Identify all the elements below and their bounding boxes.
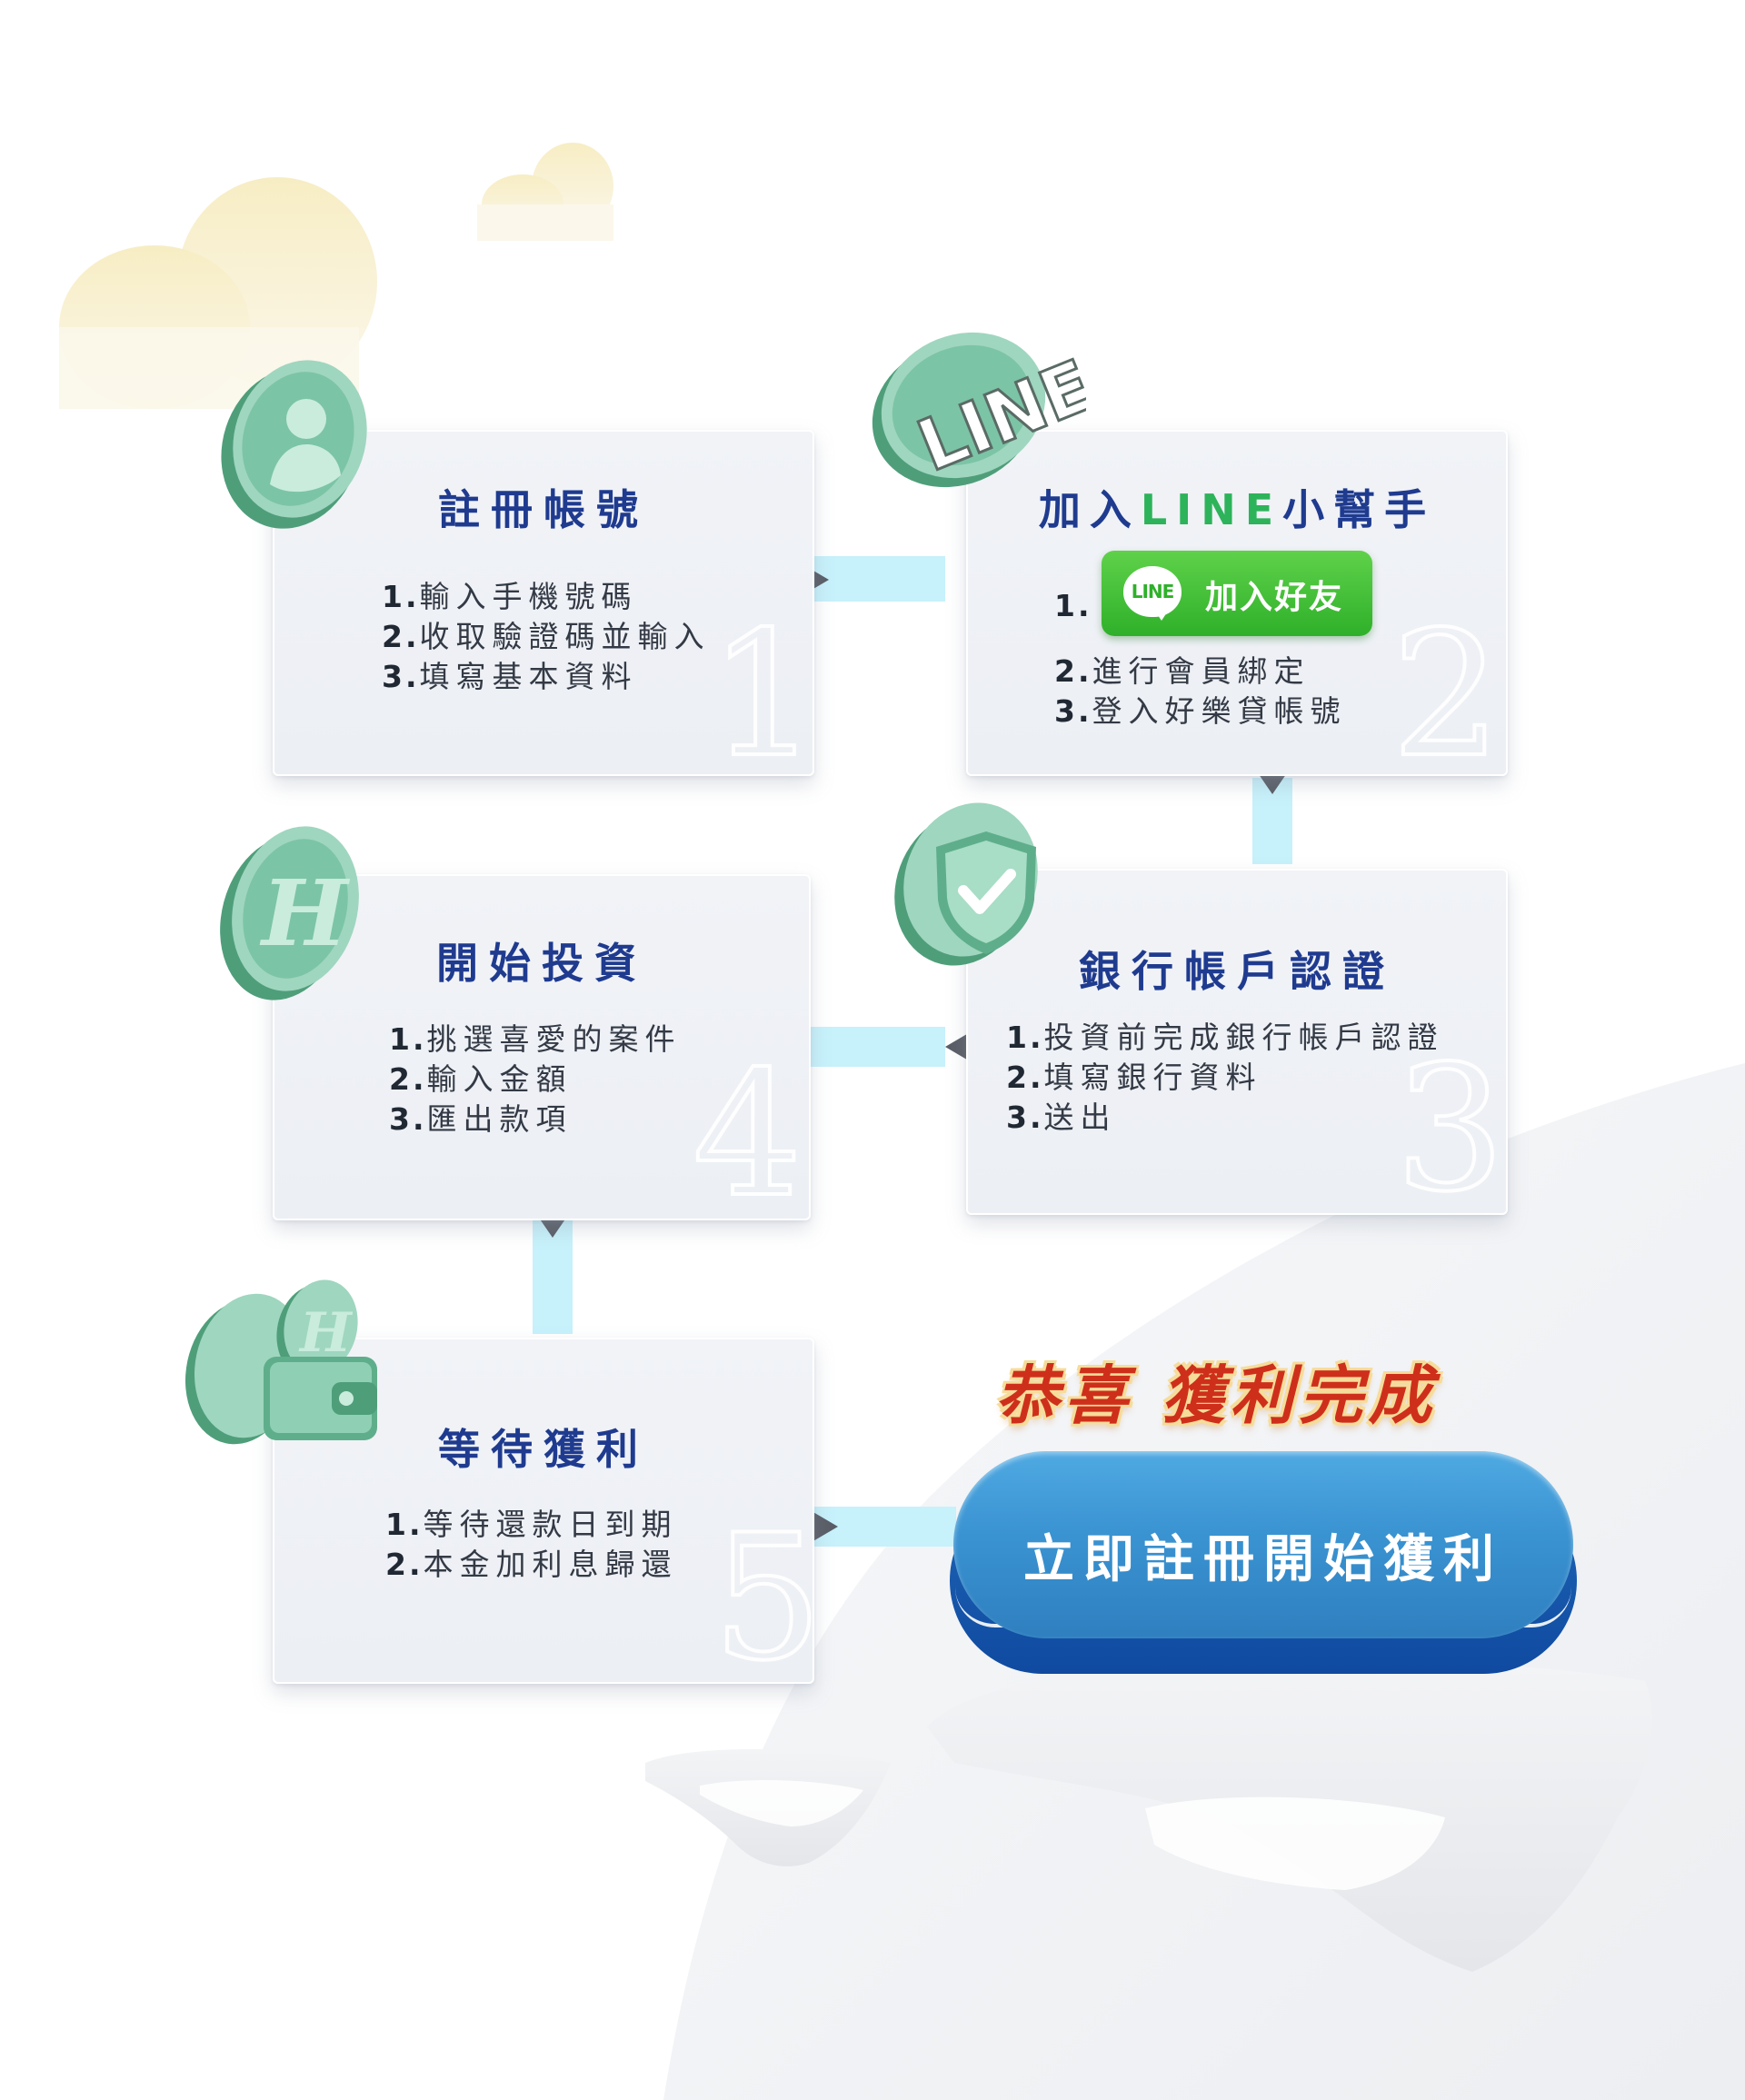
line-add-friend-button[interactable]: LINE 加入好友	[1102, 551, 1372, 636]
rock-decoration	[645, 1659, 1653, 1972]
step-title: 註冊帳號	[438, 485, 649, 534]
step-item: 2.輸入金額	[389, 1061, 573, 1097]
step-item: 2.收取驗證碼並輸入	[382, 619, 711, 654]
wallet-coins-icon: H	[184, 1279, 377, 1445]
step-card-register: 註冊帳號 1.輸入手機號碼 2.收取驗證碼並輸入 3.填寫基本資料 1	[273, 430, 814, 776]
step-card-bank: 銀行帳戶認證 1.投資前完成銀行帳戶認證 2.填寫銀行資料 3.送出 3	[966, 869, 1508, 1215]
step-card-line: 加入LINE小幫手 1. 2.進行會員綁定 3.登入好樂貸帳號 2	[966, 430, 1508, 776]
step-list: 1. 2.進行會員綁定 3.登入好樂貸帳號	[1054, 577, 1347, 732]
step-item: 1.投資前完成銀行帳戶認證	[1006, 1020, 1444, 1055]
step-list: 1.等待還款日到期 2.本金加利息歸還	[385, 1505, 678, 1585]
step-title: 銀行帳戶認證	[1079, 947, 1395, 996]
step-number: 2	[1390, 594, 1503, 776]
step-number: 5	[711, 1498, 814, 1684]
line-icon: LINE	[872, 332, 1086, 490]
connector-1-2	[811, 556, 945, 602]
cloud-decoration	[59, 143, 613, 409]
step-title: 開始投資	[436, 939, 647, 988]
step-list: 1.投資前完成銀行帳戶認證 2.填寫銀行資料 3.送出	[1006, 1018, 1444, 1138]
svg-text:H: H	[259, 860, 351, 967]
line-icon: LINE	[1123, 566, 1182, 621]
add-friend-label: 加入好友	[1205, 579, 1344, 616]
step-number: 1	[707, 594, 814, 776]
step-list: 1.輸入手機號碼 2.收取驗證碼並輸入 3.填寫基本資料	[382, 577, 711, 697]
cta-face[interactable]: 立即註冊開始獲利	[953, 1451, 1573, 1638]
congrats-heading: 恭喜 獲利完成	[995, 1358, 1438, 1433]
step-list: 1.挑選喜愛的案件 2.輸入金額 3.匯出款項	[389, 1020, 682, 1140]
step-card-invest: 開始投資 1.挑選喜愛的案件 2.輸入金額 3.匯出款項 4	[273, 874, 811, 1220]
step-item: 3.登入好樂貸帳號	[1054, 693, 1347, 729]
step-item: 2.本金加利息歸還	[385, 1547, 678, 1582]
step-item: 1.	[1054, 588, 1092, 623]
shield-check-icon	[894, 802, 1038, 966]
svg-text:H: H	[298, 1301, 354, 1365]
step-number: 4	[691, 1034, 804, 1220]
step-item: 3.匯出款項	[389, 1101, 573, 1137]
register-cta-button[interactable]: 立即註冊開始獲利	[950, 1451, 1577, 1678]
step-item: 2.填寫銀行資料	[1006, 1060, 1262, 1095]
step-item: 3.填寫基本資料	[382, 659, 638, 694]
step-item: 3.送出	[1006, 1100, 1117, 1135]
step-item: 1.等待還款日到期	[385, 1507, 678, 1542]
step-title: 加入LINE小幫手	[1038, 485, 1436, 534]
step-title: 等待獲利	[438, 1425, 649, 1474]
step-item: 2.進行會員綁定	[1054, 653, 1311, 689]
cta-label: 立即註冊開始獲利	[1023, 1530, 1503, 1589]
step-item: 1.挑選喜愛的案件	[389, 1021, 682, 1057]
step-item: 1.輸入手機號碼	[382, 579, 638, 614]
user-icon	[221, 360, 367, 529]
connector-3-4	[809, 1027, 945, 1067]
h-coin-icon: H	[220, 826, 359, 1000]
step-number: 3	[1393, 1029, 1506, 1215]
